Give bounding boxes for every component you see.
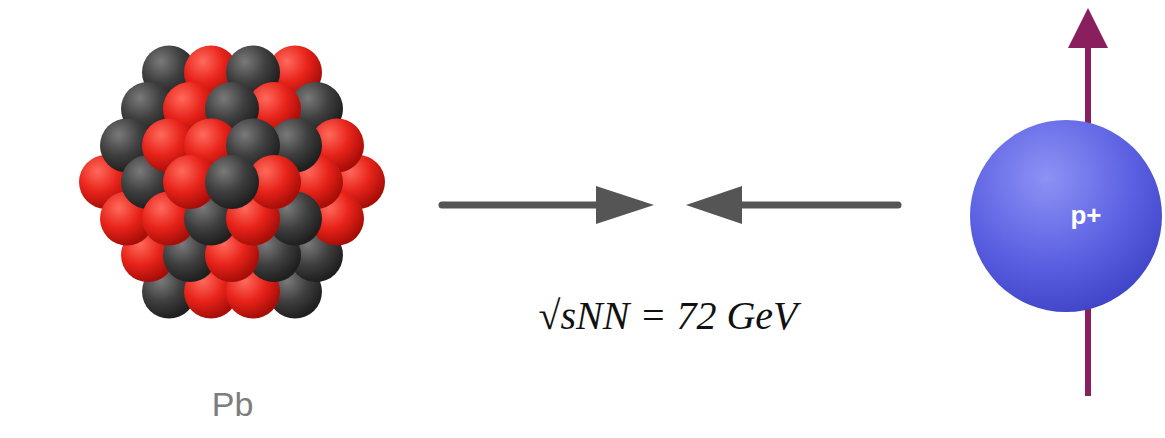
beam-arrow bbox=[442, 202, 600, 209]
arrow-head bbox=[686, 186, 742, 224]
particle-label: p+ bbox=[968, 200, 1164, 231]
nucleon-sphere bbox=[205, 155, 259, 209]
proton-body bbox=[970, 120, 1162, 312]
energy-label: √sNN = 72 GeV bbox=[539, 292, 798, 339]
nucleus-label: Pb bbox=[60, 385, 405, 424]
arrow-head bbox=[596, 186, 654, 224]
spin-arrow-head bbox=[1068, 8, 1108, 48]
proton-sphere: p+ bbox=[968, 118, 1164, 314]
nucleus-node: Pb bbox=[60, 20, 405, 430]
beam-arrow bbox=[738, 202, 898, 209]
lead-nucleus bbox=[79, 45, 385, 318]
proton-outline bbox=[968, 118, 1164, 314]
